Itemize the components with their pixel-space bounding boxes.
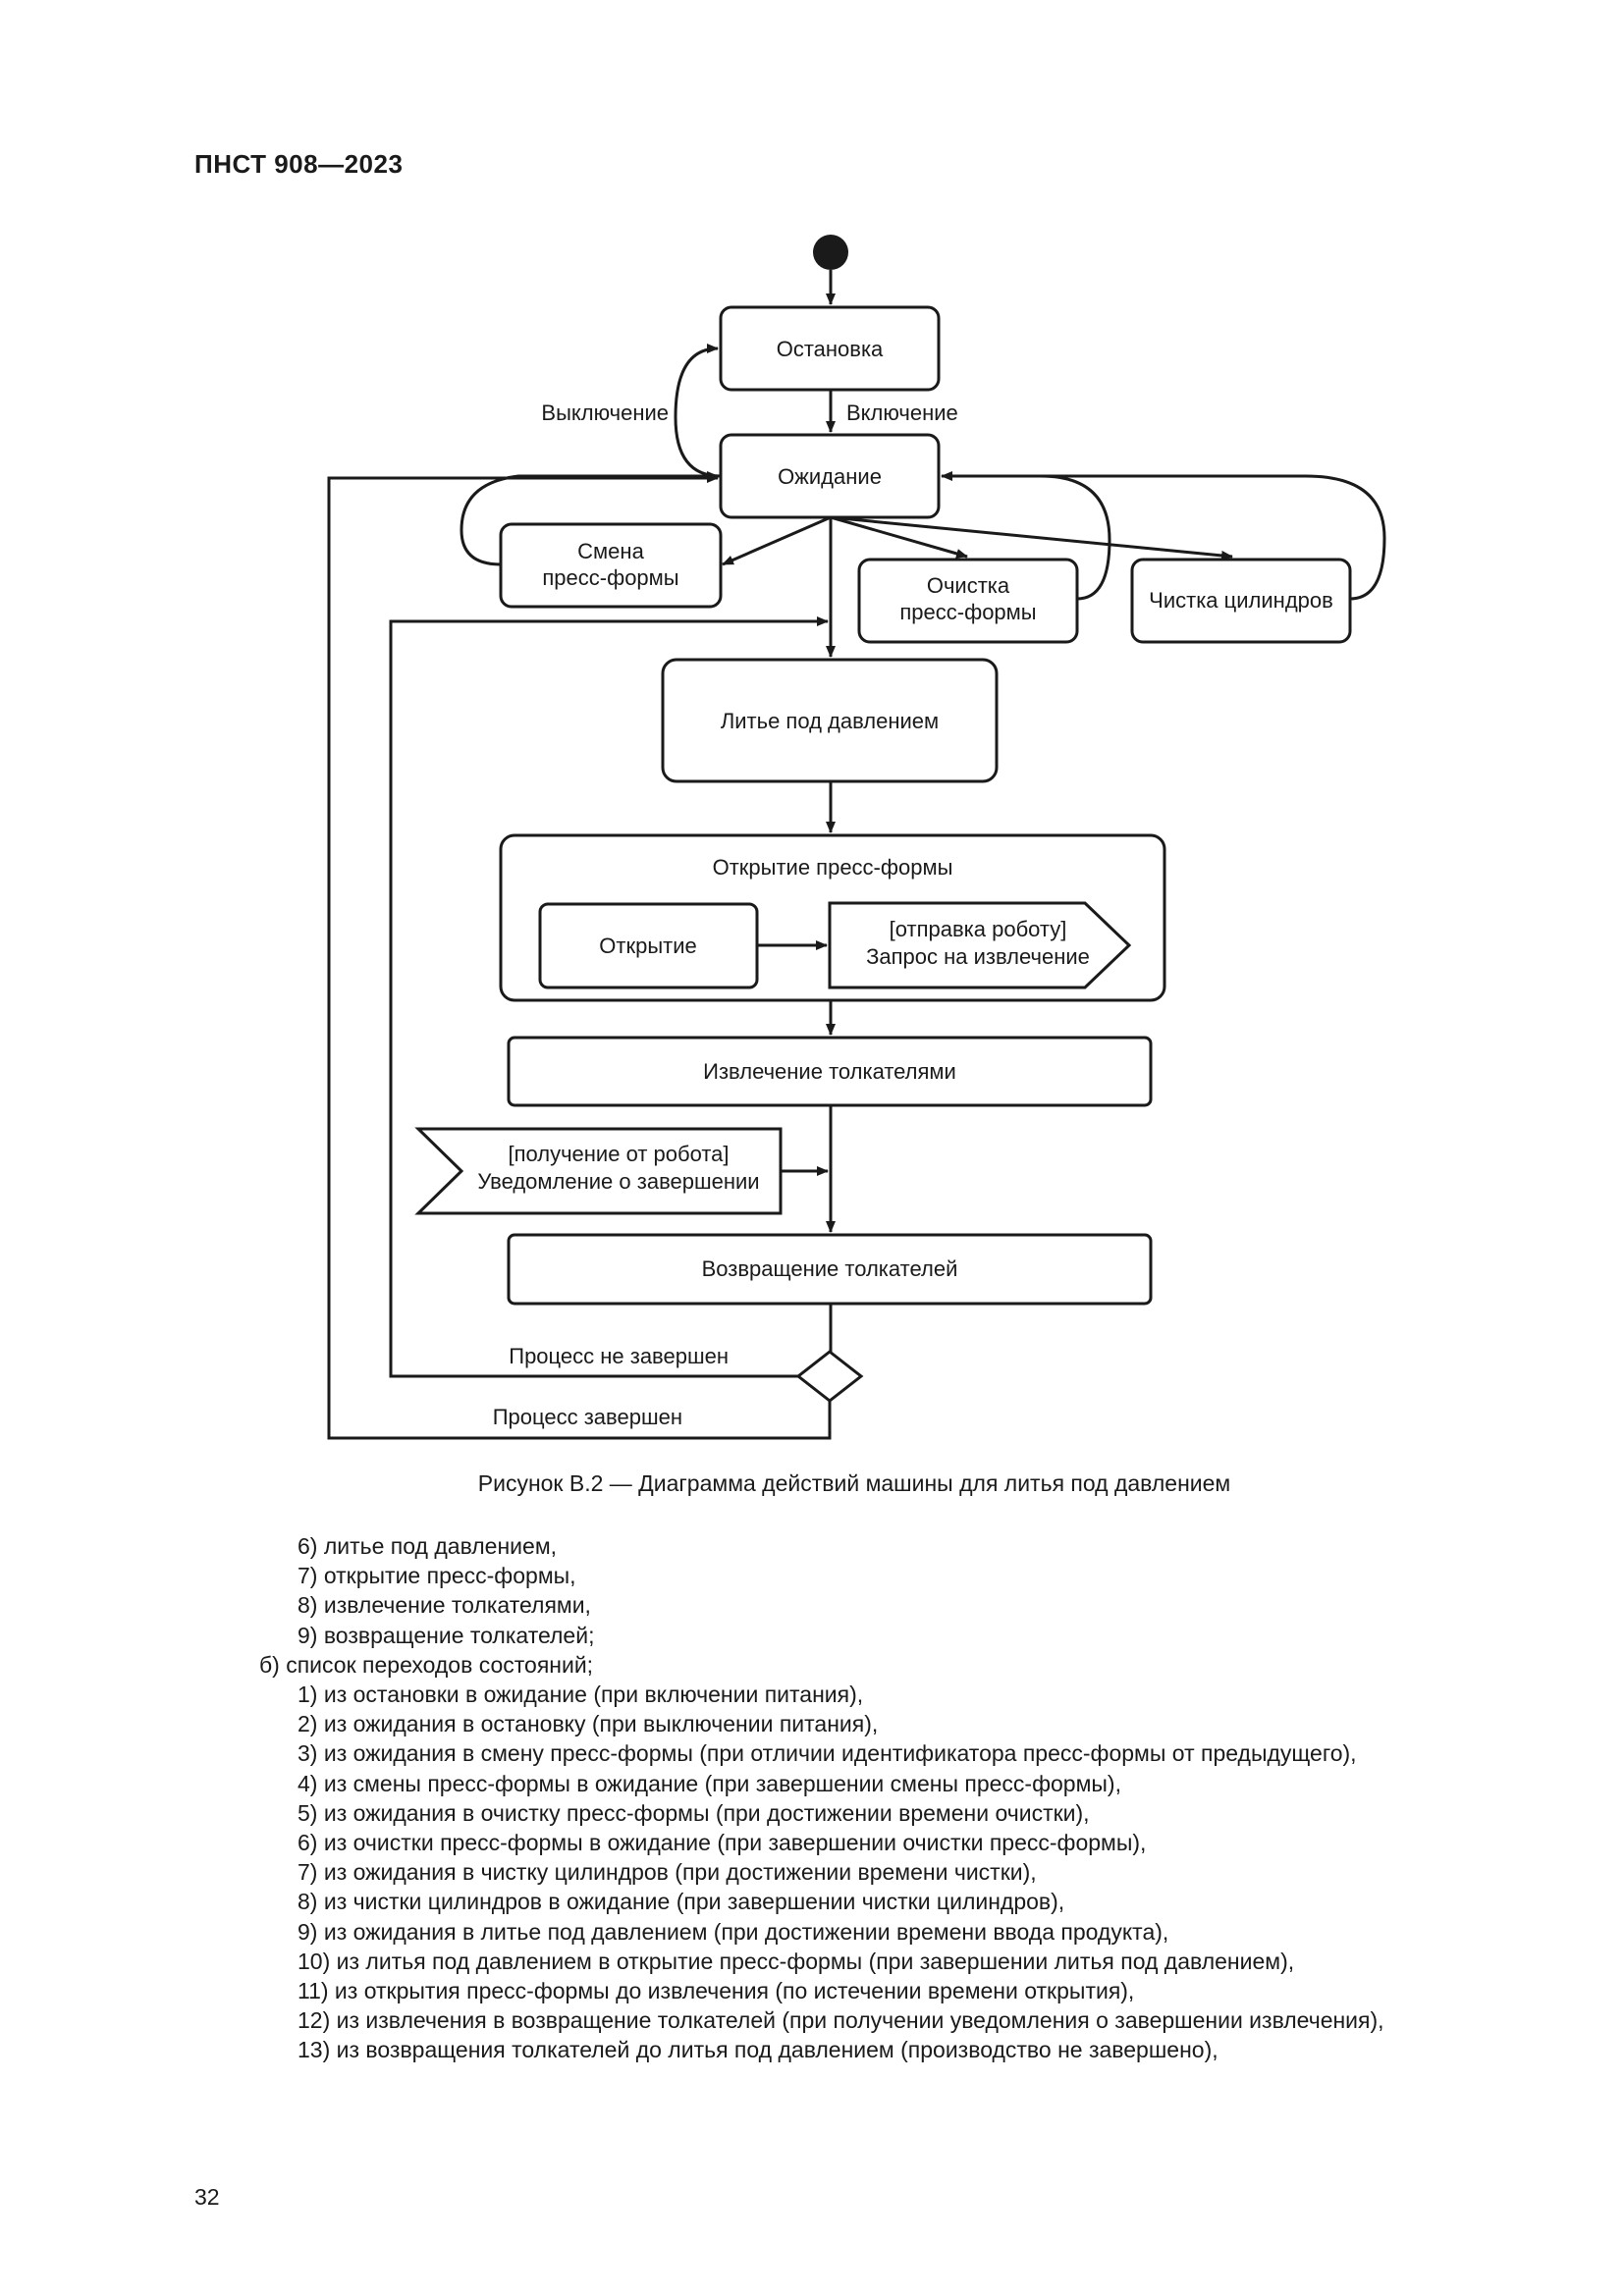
state-wait-label: Ожидание <box>778 464 882 489</box>
state-open-label: Открытие <box>599 934 696 958</box>
receive-signal-label-2: Уведомление о завершении <box>477 1169 759 1194</box>
send-signal-shape <box>828 901 1132 989</box>
figure-caption: Рисунок В.2 — Диаграмма действий машины … <box>477 1470 1231 1496</box>
state-casting-label: Литье под давлением <box>721 709 939 733</box>
state-cyl-clean-label: Чистка цилиндров <box>1149 588 1333 613</box>
transition-done-label: Процесс завершен <box>493 1405 682 1429</box>
transitions-list: 6) литье под давлением, 7) открытие пресс… <box>0 1531 1624 2065</box>
send-signal-label-2: Запрос на извлечение <box>866 944 1090 969</box>
state-eject-label: Извлечение толкателями <box>703 1059 956 1084</box>
state-mold-change-label-1: Смена <box>577 539 644 563</box>
transition-off-label: Выключение <box>541 400 669 425</box>
state-mold-change-label-2: пресс-формы <box>542 565 678 590</box>
state-mold-clean-label-1: Очистка <box>927 573 1010 598</box>
decision-node <box>795 1350 864 1403</box>
state-mold-clean-box <box>857 558 1079 644</box>
activity-diagram: Остановка Ожидание Смена пресс-формы Очи… <box>327 235 1386 1440</box>
state-mold-open-group-box <box>499 833 1166 1002</box>
list-item: 6) из очистки пресс-формы в ожидание (пр… <box>298 1830 1147 1856</box>
list-item: 10) из литья под давлением в открытие пр… <box>298 1948 1295 1974</box>
state-mold-open-group-label: Открытие пресс-формы <box>713 855 953 880</box>
state-stop-label: Остановка <box>777 337 884 361</box>
transition-not-done-label: Процесс не завершен <box>509 1344 729 1368</box>
list-item: 8) из чистки цилиндров в ожидание (при з… <box>298 1889 1065 1915</box>
list-item: 2) из ожидания в остановку (при выключен… <box>298 1711 879 1737</box>
send-signal-label-1: [отправка роботу] <box>890 917 1067 941</box>
list-item: 13) из возвращения толкателей до литья п… <box>298 2037 1218 2063</box>
document-id: ПНСТ 908—2023 <box>194 149 404 179</box>
receive-signal-shape <box>414 1127 783 1215</box>
list-item: 8) извлечение толкателями, <box>298 1592 591 1619</box>
state-mold-clean-label-2: пресс-формы <box>899 600 1036 624</box>
page-number: 32 <box>194 2184 220 2210</box>
initial-node <box>813 235 848 270</box>
transition-on-label: Включение <box>846 400 958 425</box>
list-item: 4) из смены пресс-формы в ожидание (при … <box>298 1770 1121 1796</box>
list-item: 3) из ожидания в смену пресс-формы (при … <box>298 1740 1357 1767</box>
list-item: 5) из ожидания в очистку пресс-формы (пр… <box>298 1799 1090 1826</box>
state-return-label: Возвращение толкателей <box>702 1256 958 1281</box>
list-item: 11) из открытия пресс-формы до извлечени… <box>298 1978 1135 2004</box>
list-item: 1) из остановки в ожидание (при включени… <box>298 1682 864 1708</box>
list-item: 6) литье под давлением, <box>298 1533 558 1559</box>
list-item: 9) возвращение толкателей; <box>298 1622 595 1648</box>
state-cyl-clean-box <box>1130 558 1352 644</box>
list-item: 7) из ожидания в чистку цилиндров (при д… <box>298 1859 1037 1886</box>
list-item: 7) открытие пресс-формы, <box>298 1563 576 1589</box>
receive-signal-label-1: [получение от робота] <box>508 1142 729 1166</box>
list-item: 9) из ожидания в литье под давлением (пр… <box>298 1918 1169 1945</box>
list-item: 12) из извлечения в возвращение толкател… <box>298 2007 1384 2034</box>
list-item: б) список переходов состояний; <box>259 1651 594 1678</box>
